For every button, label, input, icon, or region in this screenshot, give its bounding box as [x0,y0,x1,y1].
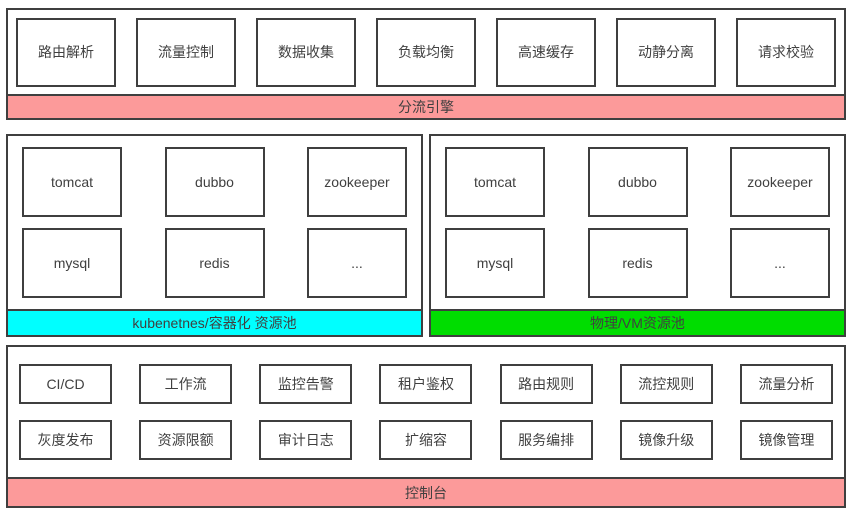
console-module-box: 租户鉴权 [379,363,473,404]
k8s-pool-content: tomcat dubbo zookeeper mysql redis... [8,136,421,309]
gateway-banner: 分流引擎 [8,94,844,118]
vm-pool-box: tomcat [445,147,545,217]
k8s-pool-row-2: mysql redis... [8,228,421,298]
gateway-module-box: 请求校验 [736,17,836,87]
vm-pool-box: zookeeper [730,147,830,217]
vm-pool-row-2: mysql redis... [431,228,844,298]
console-row-2: 灰度发布资源限额审计日志扩缩容服务编排镜像升级镜像管理 [8,420,844,461]
vm-pool-box: ... [730,228,830,298]
gateway-module-box: 流量控制 [136,17,236,87]
k8s-pool-row-1: tomcat dubbo zookeeper [8,147,421,217]
console-module-box: 镜像管理 [739,420,833,461]
console-banner: 控制台 [8,477,844,506]
vm-pool-row-1: tomcat dubbo zookeeper [431,147,844,217]
k8s-pool-box: mysql [22,228,122,298]
console-module-box: 路由规则 [499,363,593,404]
gateway-module-box: 路由解析 [16,17,116,87]
vm-pool-box: dubbo [587,147,688,217]
k8s-pool-banner: kubenetnes/容器化 资源池 [8,309,421,335]
vm-pool-banner: 物理/VM资源池 [431,309,844,335]
gateway-module-box: 负载均衡 [376,17,476,87]
console-module-box: 灰度发布 [19,420,112,461]
console-module-box: 服务编排 [499,420,593,461]
panel-k8s-pool: tomcat dubbo zookeeper mysql redis... kuben… [6,134,423,337]
console-module-box: 流量分析 [739,363,833,404]
k8s-pool-box: ... [307,228,407,298]
vm-pool-content: tomcat dubbo zookeeper mysql redis... [431,136,844,309]
console-module-box: CI/CD [19,363,112,404]
console-module-box: 扩缩容 [379,420,473,461]
console-module-box: 监控告警 [259,363,353,404]
gateway-module-box: 高速缓存 [496,17,596,87]
panel-console: CI/CD 工作流监控告警租户鉴权路由规则流控规则流量分析 灰度发布资源限额审计日… [6,345,846,508]
gateway-module-box: 动静分离 [616,17,716,87]
k8s-pool-box: dubbo [164,147,265,217]
k8s-pool-box: zookeeper [307,147,407,217]
console-module-box: 工作流 [139,363,233,404]
k8s-pool-box: tomcat [22,147,122,217]
console-module-box: 镜像升级 [619,420,713,461]
console-module-box: 流控规则 [619,363,713,404]
console-content: CI/CD 工作流监控告警租户鉴权路由规则流控规则流量分析 灰度发布资源限额审计日… [8,347,844,477]
gateway-module-box: 数据收集 [256,17,356,87]
console-module-box: 资源限额 [139,420,233,461]
gateway-module-row: 路由解析流量控制数据收集负载均衡高速缓存动静分离请求校验 [8,10,844,94]
console-module-box: 审计日志 [259,420,353,461]
k8s-pool-box: redis [164,228,265,298]
console-row-1: CI/CD 工作流监控告警租户鉴权路由规则流控规则流量分析 [8,363,844,404]
panel-gateway: 路由解析流量控制数据收集负载均衡高速缓存动静分离请求校验 分流引擎 [6,8,846,120]
vm-pool-box: mysql [445,228,545,298]
panel-vm-pool: tomcat dubbo zookeeper mysql redis... 物理/VM… [429,134,846,337]
vm-pool-box: redis [587,228,688,298]
